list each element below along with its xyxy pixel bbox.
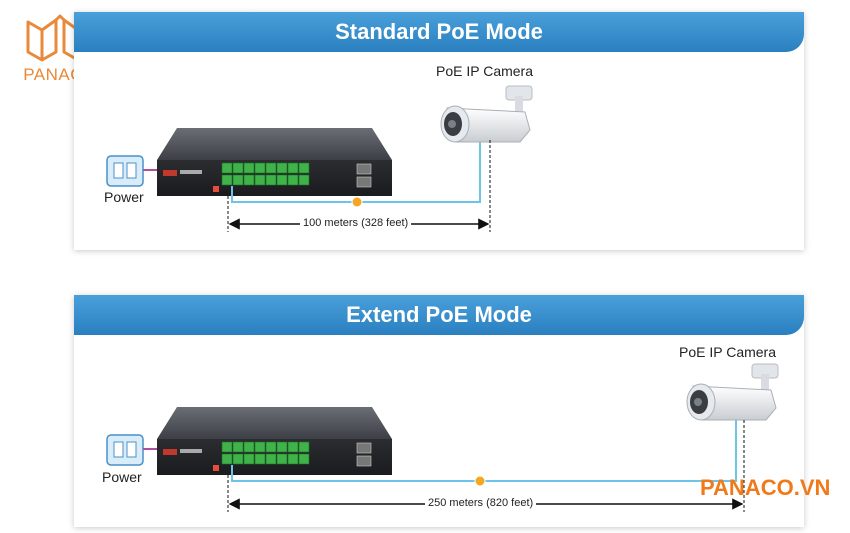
- power-label: Power: [104, 189, 144, 205]
- standard-poe-title: Standard PoE Mode: [74, 12, 804, 52]
- poe-badge-icon: [474, 475, 486, 487]
- distance-label: 250 meters (820 feet): [425, 497, 537, 509]
- power-label: Power: [102, 469, 142, 485]
- distance-label: 100 meters (328 feet): [300, 217, 412, 229]
- ip-camera-icon: [440, 85, 533, 143]
- extend-poe-title: Extend PoE Mode: [74, 295, 804, 335]
- poe-switch-icon: [157, 407, 392, 475]
- power-outlet-icon: [106, 155, 144, 187]
- camera-label: PoE IP Camera: [436, 63, 534, 79]
- poe-switch-icon: [157, 128, 392, 196]
- camera-label: PoE IP Camera: [679, 344, 777, 360]
- power-outlet-icon: [106, 434, 144, 466]
- standard-poe-panel: Standard PoE Mode: [74, 12, 804, 250]
- ip-camera-icon: [686, 363, 779, 421]
- poe-badge-icon: [351, 196, 363, 208]
- watermark: PANACO.VN: [700, 475, 831, 500]
